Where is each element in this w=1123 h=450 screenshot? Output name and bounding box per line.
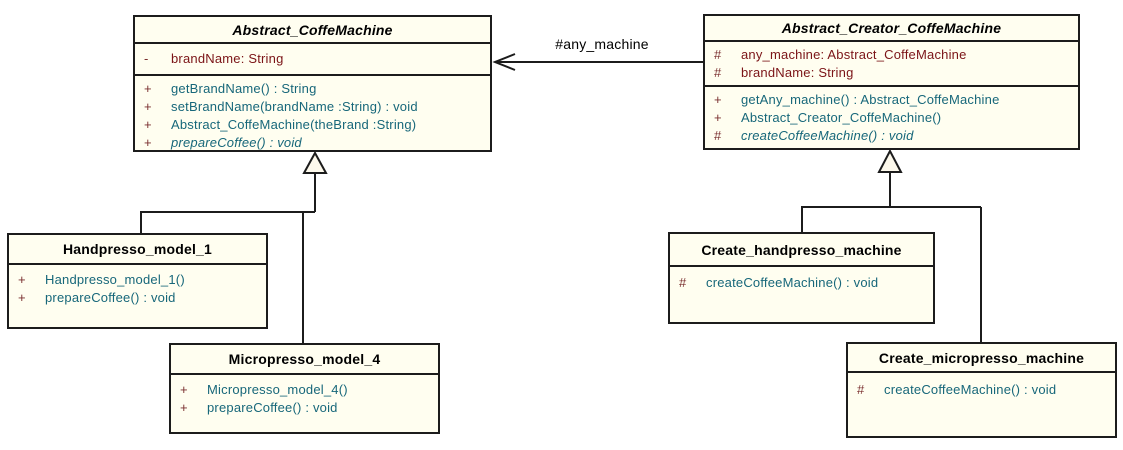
- generalization-triangle-icon: [302, 150, 328, 174]
- method-row: + Micropresso_model_4(): [171, 381, 438, 399]
- method-row: + Abstract_CoffeMachine(theBrand :String…: [135, 116, 490, 134]
- class-micropresso-model-4[interactable]: Micropresso_model_4 + Micropresso_model_…: [169, 343, 440, 434]
- attribute-row: # any_machine: Abstract_CoffeMachine: [705, 46, 1078, 64]
- visibility-symbol: +: [144, 117, 152, 132]
- attribute-row: - brandName: String: [135, 50, 490, 68]
- class-title: Create_handpresso_machine: [701, 241, 902, 258]
- generalization-right: [801, 148, 982, 343]
- visibility-symbol: +: [144, 135, 152, 150]
- attributes-compartment: # any_machine: Abstract_CoffeMachine # b…: [705, 40, 1078, 85]
- class-title: Create_micropresso_machine: [878, 349, 1085, 366]
- method-row: + getAny_machine() : Abstract_CoffeMachi…: [705, 91, 1078, 109]
- method-row: + setBrandName(brandName :String) : void: [135, 98, 490, 116]
- method-row: + prepareCoffee() : void: [9, 289, 266, 307]
- class-title: Abstract_Creator_CoffeMachine: [781, 20, 1002, 36]
- method-row: + prepareCoffee() : void: [135, 134, 490, 150]
- visibility-symbol: +: [18, 272, 26, 287]
- visibility-symbol: +: [18, 290, 26, 305]
- visibility-symbol: #: [714, 47, 722, 62]
- method-row: + Abstract_Creator_CoffeMachine(): [705, 109, 1078, 127]
- visibility-symbol: +: [180, 400, 188, 415]
- visibility-symbol: -: [144, 51, 149, 66]
- visibility-symbol: +: [180, 382, 188, 397]
- class-title: Abstract_CoffeMachine: [232, 21, 393, 38]
- class-handpresso-model-1[interactable]: Handpresso_model_1 + Handpresso_model_1(…: [7, 233, 268, 329]
- visibility-symbol: #: [679, 275, 687, 290]
- class-create-micropresso-machine[interactable]: Create_micropresso_machine # createCoffe…: [846, 342, 1117, 438]
- methods-compartment: # createCoffeeMachine() : void: [848, 371, 1115, 436]
- method-row: # createCoffeeMachine() : void: [848, 381, 1115, 399]
- visibility-symbol: #: [714, 65, 722, 80]
- class-title: Handpresso_model_1: [62, 241, 213, 257]
- open-arrowhead-icon: [492, 53, 516, 71]
- generalization-triangle-icon: [877, 148, 903, 173]
- visibility-symbol: #: [857, 382, 865, 397]
- method-row: + Handpresso_model_1(): [9, 271, 266, 289]
- visibility-symbol: +: [714, 92, 722, 107]
- methods-compartment: + Micropresso_model_4() + prepareCoffee(…: [171, 373, 438, 432]
- method-row: # createCoffeeMachine() : void: [670, 274, 933, 292]
- class-create-handpresso-machine[interactable]: Create_handpresso_machine # createCoffee…: [668, 232, 935, 324]
- visibility-symbol: +: [144, 81, 152, 96]
- class-abstract-coffemachine[interactable]: Abstract_CoffeMachine - brandName: Strin…: [133, 15, 492, 152]
- visibility-symbol: +: [714, 110, 722, 125]
- class-title: Micropresso_model_4: [228, 351, 381, 367]
- method-row: # createCoffeeMachine() : void: [705, 127, 1078, 145]
- method-row: + prepareCoffee() : void: [171, 399, 438, 417]
- methods-compartment: + getAny_machine() : Abstract_CoffeMachi…: [705, 85, 1078, 148]
- visibility-symbol: +: [144, 99, 152, 114]
- visibility-symbol: #: [714, 128, 722, 143]
- generalization-left: [140, 150, 328, 344]
- methods-compartment: + Handpresso_model_1() + prepareCoffee()…: [9, 263, 266, 327]
- methods-compartment: # createCoffeeMachine() : void: [670, 265, 933, 322]
- association-any-machine: [492, 53, 704, 71]
- methods-compartment: + getBrandName() : String + setBrandName…: [135, 74, 490, 150]
- attribute-row: # brandName: String: [705, 64, 1078, 82]
- association-label: #any_machine: [555, 36, 649, 52]
- class-abstract-creator-coffemachine[interactable]: Abstract_Creator_CoffeMachine # any_mach…: [703, 14, 1080, 150]
- attributes-compartment: - brandName: String: [135, 42, 490, 74]
- method-row: + getBrandName() : String: [135, 80, 490, 98]
